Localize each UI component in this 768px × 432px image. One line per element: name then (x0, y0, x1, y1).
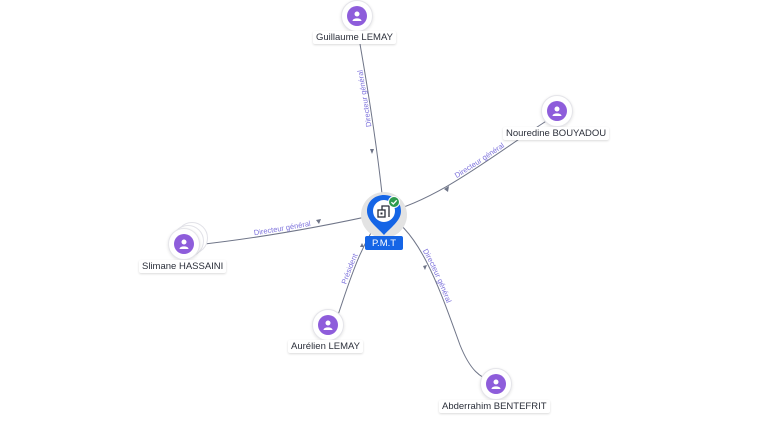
building-icon (377, 205, 390, 218)
person-name-aurelien[interactable]: Aurélien LEMAY (288, 340, 363, 353)
person-name-abderrahim[interactable]: Abderrahim BENTEFRIT (439, 400, 550, 413)
person-name-guillaume[interactable]: Guillaume LEMAY (313, 31, 396, 44)
person-avatar-aurelien[interactable] (312, 309, 344, 341)
edge-guillaume[interactable]: Directeur général (355, 43, 385, 214)
person-name-nouredine[interactable]: Nouredine BOUYADOU (503, 127, 610, 140)
company-name-label[interactable]: P.M.T (365, 236, 403, 250)
edge-label-aurelien: Président (340, 251, 360, 285)
arrow-slimane (316, 219, 321, 224)
person-avatar-nouredine[interactable] (541, 95, 573, 127)
edge-label-slimane: Directeur général (253, 219, 311, 237)
arrow-guillaume (370, 149, 374, 154)
person-icon (552, 106, 562, 116)
person-icon (179, 239, 189, 249)
svg-text:Directeur général: Directeur général (421, 247, 454, 304)
person-icon (323, 320, 333, 330)
person-avatar-guillaume[interactable] (341, 0, 373, 32)
arrow-nouredine (444, 186, 449, 192)
arrow-abderrahim (423, 265, 427, 270)
person-icon (352, 11, 362, 21)
verified-check-icon (388, 196, 400, 208)
person-name-slimane[interactable]: Slimane HASSAINI (139, 260, 227, 273)
person-icon (491, 379, 501, 389)
svg-text:Directeur général: Directeur général (253, 219, 311, 237)
edge-label-nouredine: Directeur général (453, 141, 506, 180)
svg-text:Directeur général: Directeur général (453, 141, 506, 180)
person-avatar-slimane[interactable] (168, 228, 200, 260)
svg-text:Directeur général: Directeur général (355, 69, 373, 128)
svg-text:Président: Président (340, 251, 360, 285)
edge-label-guillaume: Directeur général (355, 69, 373, 128)
edge-slimane[interactable]: Directeur général (195, 212, 385, 246)
edge-label-abderrahim: Directeur général (421, 247, 454, 304)
arrow-aurelien (360, 243, 364, 247)
person-avatar-abderrahim[interactable] (480, 368, 512, 400)
